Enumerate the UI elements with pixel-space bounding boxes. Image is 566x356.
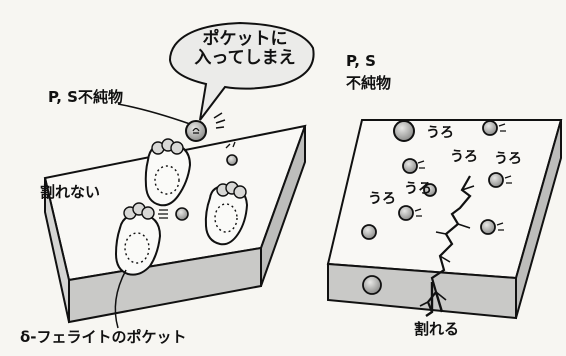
right-impurity-label-line-1: P, S xyxy=(346,52,376,70)
right-impurity-ball xyxy=(398,205,422,221)
pocket-leader-line xyxy=(114,269,127,329)
right-impurity-ball xyxy=(482,120,506,136)
delta-ferrite-pocket-label: δ-フェライトのポケット xyxy=(20,328,187,346)
wander-label: うろ xyxy=(450,149,478,165)
right-impurity-ball xyxy=(402,158,425,174)
left-block-right-face xyxy=(260,125,306,287)
right-impurity-label-line-2: 不純物 xyxy=(346,74,392,92)
left-impurity-ball-1 xyxy=(225,141,238,166)
crack-label: 割れる xyxy=(414,320,460,338)
left-impurity-ball-talking xyxy=(185,112,226,142)
right-impurity-ball-on-side xyxy=(362,275,382,295)
delta-ferrite-pocket-2 xyxy=(204,181,249,246)
speech-bubble-line-1: ポケットに xyxy=(202,29,288,49)
crack xyxy=(419,175,475,317)
speech-bubble-text: ポケットに 入ってしまえ xyxy=(186,30,304,68)
right-impurity-ball xyxy=(361,224,377,240)
wander-label: うろ xyxy=(494,151,522,167)
right-impurity-ball xyxy=(480,219,504,235)
left-impurity-leader-line xyxy=(117,103,191,125)
left-impurity-label: P, S不純物 xyxy=(48,88,123,106)
right-block-right-face xyxy=(515,119,562,319)
wander-label: うろ xyxy=(404,181,432,197)
no-crack-label: 割れない xyxy=(40,183,101,201)
right-impurity-balls xyxy=(361,120,512,295)
speech-bubble xyxy=(168,21,315,121)
right-impurity-ball xyxy=(423,183,437,197)
right-impurity-ball-large xyxy=(393,120,415,142)
right-impurity-ball xyxy=(488,172,512,188)
delta-ferrite-pocket-1 xyxy=(144,138,192,207)
delta-ferrite-pocket-3 xyxy=(114,202,162,276)
wander-label: うろ xyxy=(426,125,454,141)
wander-label: うろ xyxy=(368,191,396,207)
left-impurity-ball-2 xyxy=(158,207,189,221)
left-steel-block xyxy=(43,124,307,324)
speech-bubble-line-2: 入ってしまえ xyxy=(194,48,296,68)
